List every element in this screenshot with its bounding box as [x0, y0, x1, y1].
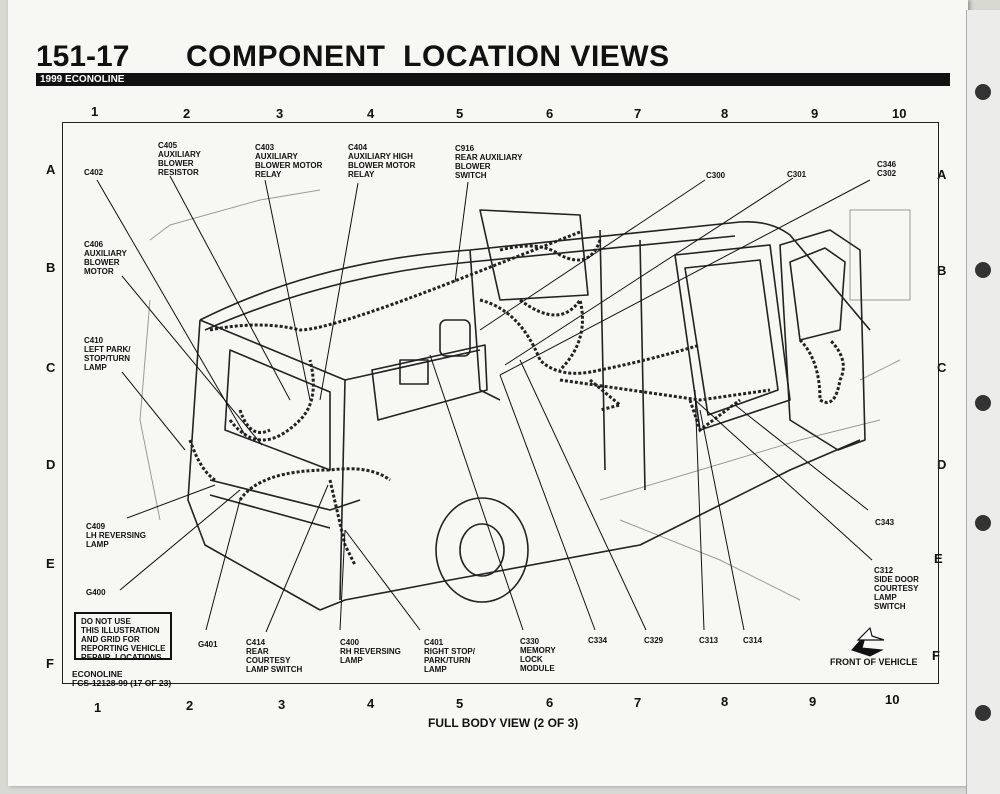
grid-col-7-bottom: 7 — [634, 695, 642, 710]
model-label: 1999 ECONOLINE — [40, 74, 125, 85]
grid-row-e-left: E — [46, 556, 55, 571]
callout-c300: C300 — [706, 171, 726, 180]
binder-hole — [975, 262, 991, 278]
callout-g401: G401 — [198, 640, 218, 649]
grid-col-8-bottom: 8 — [721, 694, 729, 709]
callout-c400: C400 RH REVERSING LAMP — [340, 638, 401, 665]
callout-c409: C409 LH REVERSING LAMP — [86, 522, 147, 549]
grid-col-6-bottom: 6 — [546, 695, 554, 710]
grid-row-b-right: B — [937, 263, 947, 278]
grid-col-5-top: 5 — [456, 106, 464, 121]
grid-col-1-top: 1 — [91, 104, 99, 119]
grid-row-c-right: C — [937, 360, 947, 375]
grid-col-2-bottom: 2 — [186, 698, 194, 713]
callout-c346-c302: C346 C302 — [877, 160, 897, 178]
grid-col-6-top: 6 — [546, 106, 554, 121]
binder-hole — [975, 515, 991, 531]
callout-c402: C402 — [84, 168, 104, 177]
callout-c313: C313 — [699, 636, 719, 645]
callout-g400: G400 — [86, 588, 106, 597]
grid-row-f-left: F — [46, 656, 54, 671]
grid-col-5-bottom: 5 — [456, 696, 464, 711]
grid-row-d-left: D — [46, 457, 56, 472]
grid-col-2-top: 2 — [183, 106, 191, 121]
grid-col-3-bottom: 3 — [278, 697, 286, 712]
callout-c334: C334 — [588, 636, 608, 645]
section-number: 151-17 — [36, 40, 130, 73]
grid-col-1-bottom: 1 — [94, 700, 102, 715]
page-title: COMPONENT LOCATION VIEWS — [186, 40, 670, 73]
header-bar — [36, 73, 950, 86]
grid-col-8-top: 8 — [721, 106, 729, 121]
grid-col-10-bottom: 10 — [885, 692, 900, 707]
figure-code: ECONOLINE FCS-12128-99 (17 OF 23) — [72, 669, 172, 688]
grid-col-4-bottom: 4 — [367, 696, 375, 711]
grid-row-a-left: A — [46, 162, 56, 177]
grid-col-4-top: 4 — [367, 106, 375, 121]
callout-c401: C401 RIGHT STOP/ PARK/TURN LAMP — [424, 638, 475, 674]
callout-c916: C916 REAR AUXILIARY BLOWER SWITCH — [455, 144, 523, 180]
callout-c301: C301 — [787, 170, 807, 179]
grid-col-9-top: 9 — [811, 106, 819, 121]
callout-c330: C330 MEMORY LOCK MODULE — [520, 637, 556, 673]
front-arrow-icon — [851, 626, 885, 657]
grid-col-9-bottom: 9 — [809, 694, 817, 709]
grid-row-a-right: A — [937, 167, 947, 182]
grid-row-d-right: D — [937, 457, 947, 472]
grid-row-c-left: C — [46, 360, 56, 375]
binder-hole — [975, 395, 991, 411]
figure-caption: FULL BODY VIEW (2 OF 3) — [428, 716, 579, 730]
front-of-vehicle-label: FRONT OF VEHICLE — [830, 657, 918, 667]
grid-col-7-top: 7 — [634, 106, 642, 121]
binder-hole — [975, 705, 991, 721]
grid-col-3-top: 3 — [276, 106, 284, 121]
callout-c405: C405 AUXILIARY BLOWER RESISTOR — [158, 141, 201, 177]
callout-c343: C343 — [875, 518, 895, 527]
grid-row-f-right: F — [932, 648, 940, 663]
callout-c404: C404 AUXILIARY HIGH BLOWER MOTOR RELAY — [348, 143, 416, 179]
callout-c410: C410 LEFT PARK/ STOP/TURN LAMP — [84, 336, 131, 372]
callout-c329: C329 — [644, 636, 664, 645]
diagram-frame — [62, 122, 939, 684]
callout-c414: C414 REAR COURTESY LAMP SWITCH — [246, 638, 303, 674]
binder-hole — [975, 84, 991, 100]
callout-c406: C406 AUXILIARY BLOWER MOTOR — [84, 240, 127, 276]
callout-c312: C312 SIDE DOOR COURTESY LAMP SWITCH — [874, 566, 919, 611]
callout-c314: C314 — [743, 636, 763, 645]
callout-c403: C403 AUXILIARY BLOWER MOTOR RELAY — [255, 143, 323, 179]
notice-box: DO NOT USE THIS ILLUSTRATION AND GRID FO… — [74, 612, 172, 662]
grid-col-10-top: 10 — [892, 106, 907, 121]
manual-sheet — [8, 0, 968, 786]
grid-row-b-left: B — [46, 260, 56, 275]
